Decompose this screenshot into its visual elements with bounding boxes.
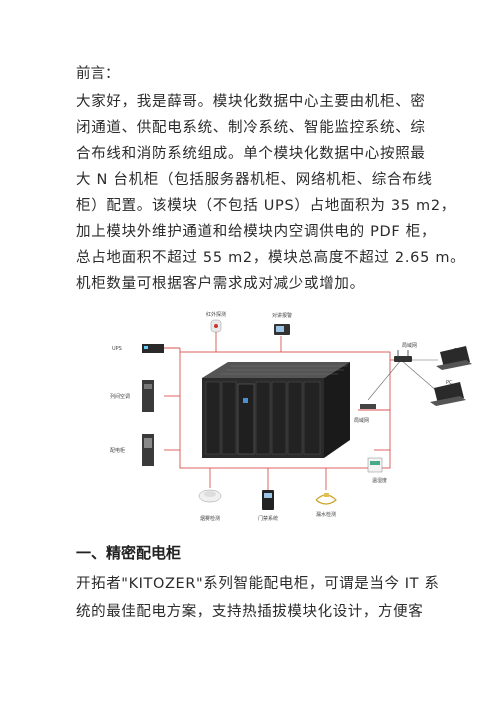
pdu-cabinet-icon [142,434,154,466]
infrared-sensor-icon [210,319,222,333]
lan-label: 局域网 [402,342,417,349]
pdu-label: 配电柜 [110,447,125,454]
access-control-icon [262,490,274,510]
laptop-icon [436,346,472,370]
intro-paragraph: 大家好，我是薛哥。模块化数据中心主要由机柜、密 闭通道、供配电系统、制冷系统、智… [76,89,466,297]
intercom-panel-icon [274,324,290,335]
router-icon [394,350,412,362]
smoke-label: 烟雾检测 [200,515,220,522]
thermometer-display-icon [367,457,383,473]
paragraph-line: 开拓者"KITOZER"系列智能配电柜，可谓是当今 IT 系 [76,576,440,592]
ups-icon [142,344,164,353]
ups-label: UPS [112,346,122,352]
infrared-label: 红外探测 [206,311,226,318]
temp-label: 温湿度 [372,477,387,484]
paragraph-line: 柜）配置。该模块（不包括 UPS）占地面积为 35 m2， [76,198,456,214]
smoke-detector-icon [198,489,222,503]
precision-ac-icon [142,380,154,412]
modular-datacenter-icon [202,362,350,458]
paragraph-line: 总占地面积不超过 55 m2，模块总高度不超过 2.65 m。 [76,250,466,266]
paragraph-line: 加上模块外维护通道和给模块内空调供电的 PDF 柜， [76,224,437,240]
paragraph-line: 机柜数量可根据客户需求成对减少或增加。 [76,276,365,292]
laptop-icon [430,382,466,406]
water-label: 漏水检测 [316,511,336,518]
network-switch-icon [360,404,376,409]
system-diagram: 红外探测 对讲报警 UPS 列间空调 配电柜 [110,311,472,522]
water-leak-sensor-icon [315,493,337,505]
paragraph-line: 统的最佳配电方案，支持热插拔模块化设计，方便客 [76,604,424,620]
section-paragraph: 开拓者"KITOZER"系列智能配电柜，可谓是当今 IT 系 统的最佳配电方案，… [76,570,440,626]
paragraph-line: 合布线和消防系统组成。单个模块化数据中心按照最 [76,146,426,162]
pc2-label: PC [446,380,453,386]
paragraph-line: 大 N 台机柜（包括服务器机柜、网络机柜、综合布线 [76,172,433,188]
door-label: 门禁系统 [258,515,278,522]
preface-label: 前言： [76,66,120,82]
network-lines [367,359,439,401]
paragraph-line: 闭通道、供配电系统、制冷系统、智能监控系统、综 [76,120,426,136]
connection-lines [161,332,400,490]
section-heading: 一、精密配电柜 [76,544,182,562]
intercom-label: 对讲报警 [272,312,292,319]
wan-label: 局域网 [354,417,369,424]
paragraph-line: 大家好，我是薛哥。模块化数据中心主要由机柜、密 [76,94,426,110]
ac-label: 列间空调 [110,393,130,400]
